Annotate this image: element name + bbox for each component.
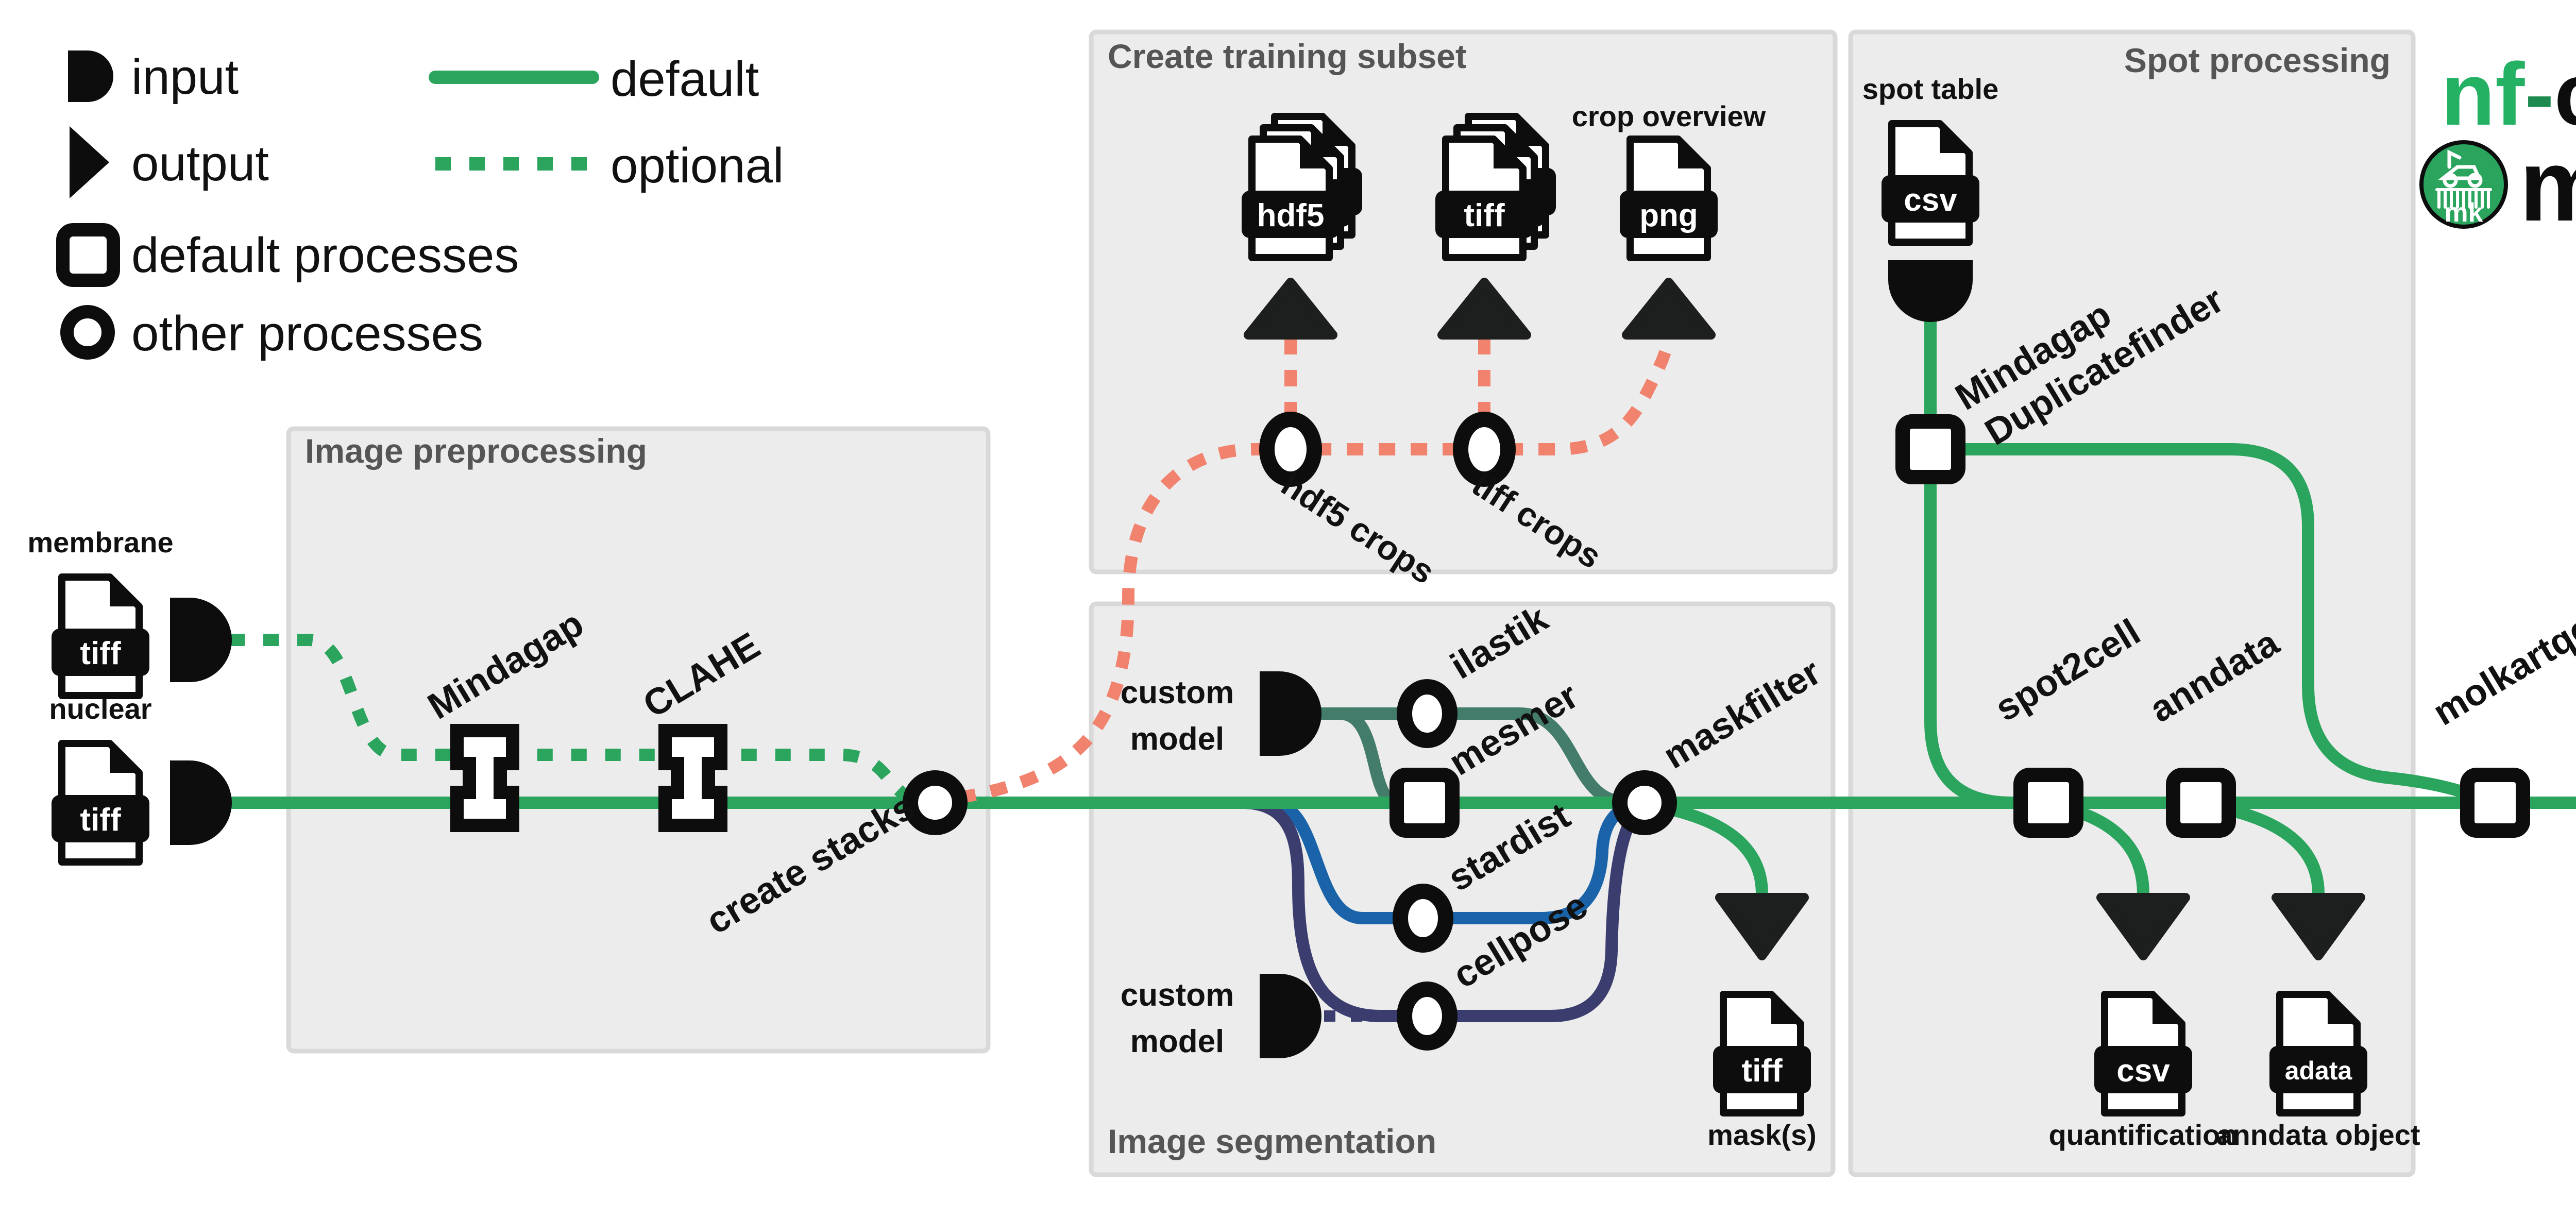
label-crop-overview: crop overview xyxy=(1572,100,1766,132)
legend-default-process-icon xyxy=(56,223,120,287)
arrow-quantification xyxy=(2096,893,2190,960)
edge-duplicatefinder-right xyxy=(1952,443,2487,805)
edge-cellpose xyxy=(1238,796,1658,1022)
box-title-segmentation: Image segmentation xyxy=(1108,1122,1436,1160)
file-icon-quant-csv: csv xyxy=(2094,991,2192,1116)
node-maskfilter xyxy=(1612,770,1677,835)
arrow-hdf5-crops xyxy=(1244,278,1337,340)
node-mesmer xyxy=(1389,768,1460,838)
file-icon-nuclear-tiff: tiff xyxy=(52,740,149,866)
logo-line2: molkart xyxy=(2519,128,2576,242)
label-molkartqc: molkartqc xyxy=(2426,607,2576,734)
mk-badge-icon: mk xyxy=(2419,140,2508,229)
input-icon-spot-table xyxy=(1888,260,1973,322)
box-title-preprocessing: Image preprocessing xyxy=(305,432,647,470)
file-icon-hdf5-stack: hdf5 xyxy=(1242,113,1362,261)
node-create-stacks xyxy=(903,770,968,835)
input-icon-membrane xyxy=(170,598,232,682)
legend-default-line-label: default xyxy=(611,52,759,107)
svg-text:custom: custom xyxy=(1121,675,1234,711)
edge-membrane-optional xyxy=(229,634,926,807)
file-icon-adata: adata xyxy=(2269,991,2367,1116)
input-custom-model-1: custom model xyxy=(1121,671,1321,757)
svg-text:tiff: tiff xyxy=(80,636,121,671)
node-mindagap-duplicatefinder xyxy=(1895,414,1965,484)
svg-text:custom: custom xyxy=(1121,977,1234,1013)
svg-text:png: png xyxy=(1639,198,1698,233)
input-icon-nuclear xyxy=(170,760,232,845)
file-icon-spot-csv: csv xyxy=(1882,120,1979,246)
legend-input-label: input xyxy=(131,49,239,105)
input-custom-model-2: custom model xyxy=(1121,974,1321,1059)
logo-line1: nf-core/ xyxy=(2441,45,2576,144)
label-anndata-object: anndata object xyxy=(2216,1119,2420,1151)
node-anndata xyxy=(2166,768,2236,838)
svg-text:csv: csv xyxy=(1904,182,1957,218)
svg-text:tiff: tiff xyxy=(1741,1053,1783,1089)
legend-optional-line-label: optional xyxy=(611,138,784,193)
label-mask: mask(s) xyxy=(1707,1119,1817,1151)
input-icon-custom-model-1 xyxy=(1260,671,1321,756)
node-clahe xyxy=(658,724,727,832)
svg-text:tiff: tiff xyxy=(80,802,121,838)
label-quantification: quantification xyxy=(2048,1119,2238,1151)
label-spot-table: spot table xyxy=(1862,73,1998,105)
arrow-crop-overview xyxy=(1622,278,1716,340)
legend-output-label: output xyxy=(131,136,269,191)
arrow-mask xyxy=(1715,893,1809,960)
legend-other-process-icon xyxy=(60,305,115,360)
svg-text:tiff: tiff xyxy=(1464,198,1505,233)
arrow-anndata-object xyxy=(2272,893,2365,960)
box-spot-processing xyxy=(1848,29,2416,1177)
edge-stardist xyxy=(1264,796,1651,924)
legend: input output default processes other pro… xyxy=(56,49,784,361)
svg-text:mk: mk xyxy=(2444,198,2483,228)
legend-output-icon xyxy=(70,126,109,198)
input-icon-custom-model-2 xyxy=(1260,974,1321,1058)
legend-input-icon xyxy=(68,50,113,102)
nf-core-molkart-logo: nf-core/ mk molkart xyxy=(2419,45,2576,242)
svg-text:model: model xyxy=(1130,1024,1225,1059)
label-nuclear: nuclear xyxy=(49,692,151,725)
node-cellpose xyxy=(1397,982,1458,1051)
node-hdf5-crops xyxy=(1259,412,1322,487)
node-tiff-crops xyxy=(1453,412,1516,487)
arrow-tiff-crops xyxy=(1437,278,1531,340)
svg-text:csv: csv xyxy=(2116,1053,2170,1089)
box-image-preprocessing xyxy=(286,426,991,1054)
svg-text:hdf5: hdf5 xyxy=(1257,198,1325,233)
svg-text:adata: adata xyxy=(2285,1056,2353,1085)
label-membrane: membrane xyxy=(27,526,173,559)
node-mindagap xyxy=(450,724,519,832)
legend-other-processes-label: other processes xyxy=(131,306,483,361)
node-ilastik xyxy=(1397,679,1458,748)
edge-ilastik xyxy=(1313,707,1629,808)
edge-duplicatefinder-down xyxy=(1924,472,2018,809)
file-icon-membrane-tiff: tiff xyxy=(52,573,149,699)
file-icon-png: png xyxy=(1620,136,1718,261)
node-stardist xyxy=(1393,884,1453,953)
legend-default-processes-label: default processes xyxy=(131,228,519,283)
svg-text:model: model xyxy=(1130,721,1225,757)
box-title-training: Create training subset xyxy=(1108,37,1467,75)
edge-create-stacks-training xyxy=(958,339,1675,804)
node-molkartqc xyxy=(2460,768,2530,838)
file-icon-mask-tiff: tiff xyxy=(1713,991,1811,1116)
file-icon-tiff-stack: tiff xyxy=(1435,113,1556,261)
box-title-spot: Spot processing xyxy=(2124,41,2391,79)
node-spot2cell xyxy=(2013,768,2083,838)
